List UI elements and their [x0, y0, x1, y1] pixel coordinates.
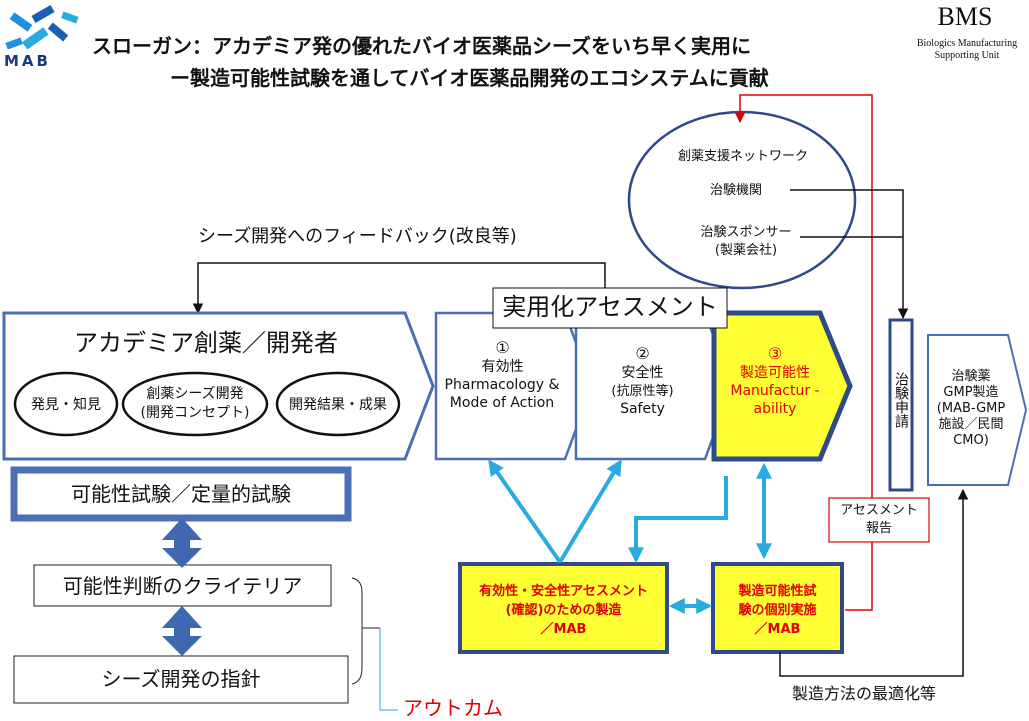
yellow2-line3: ／MAB: [754, 622, 801, 637]
outcome-bracket: [351, 577, 363, 685]
report-label-2: 報告: [865, 521, 892, 536]
oval-results-label: 開発結果・成果: [289, 397, 387, 413]
yellow-box-manufacturability: [711, 562, 844, 654]
gmp-chevron: [927, 334, 1028, 486]
bms-logo: BMS: [937, 2, 993, 31]
oval-seeds-label1: 創薬シーズ開発: [146, 386, 244, 402]
blue-arrow-to-step2: [558, 459, 622, 564]
feasibility-box: [10, 466, 352, 522]
oval-seeds: [121, 371, 269, 437]
oval-seeds-label2: (開発コンセプト): [140, 405, 250, 421]
outcome-leader: [379, 628, 398, 711]
step2-line2: (抗原性等): [611, 384, 674, 399]
double-arrow-2: [162, 606, 202, 656]
yellow-box-efficacy-safety: [458, 562, 669, 654]
red-report-arrow: [734, 94, 873, 611]
double-arrow-1: [162, 518, 202, 568]
gmp-line4: 施設／民間: [938, 417, 1004, 432]
clinical-application-box: [888, 318, 914, 492]
oval-results: [275, 371, 401, 437]
yellow1-line3: ／MAB: [540, 622, 587, 637]
mab-logo-text: MAB: [4, 52, 51, 70]
step1-line3: Mode of Action: [449, 395, 555, 411]
optimization-label: 製造方法の最適化等: [792, 684, 937, 703]
network-sponsor: 治験スポンサー: [700, 225, 792, 240]
blue-arrow-to-step1: [488, 459, 562, 564]
step2-line3: Safety: [620, 401, 665, 417]
gmp-line3: (MAB-GMP: [936, 401, 1006, 416]
step3-line3: ability: [753, 401, 797, 417]
step1-num: ①: [495, 338, 510, 357]
optimization-line: [779, 488, 969, 677]
yellow2-line1: 製造可能性試: [738, 584, 817, 599]
oval-discovery: [13, 371, 119, 437]
criteria-label: 可能性判断のクライテリア: [62, 574, 303, 598]
academia-title: アカデミア創薬／開発者: [74, 329, 338, 357]
network-ellipse: [627, 110, 857, 290]
step3-chevron: [711, 310, 853, 462]
step3-line1: 製造可能性: [740, 365, 810, 381]
step2-line1: 安全性: [621, 365, 664, 381]
step1-line2: Pharmacology &: [444, 377, 560, 393]
report-box: [828, 497, 930, 543]
bms-sub1: Biologics Manufacturing: [916, 38, 1018, 49]
oval-discovery-label: 発見・知見: [31, 397, 101, 413]
step1-line1: 有効性: [481, 359, 524, 375]
feedback-label: シーズ開発へのフィードバック(改良等): [198, 226, 517, 247]
yellow1-line1: 有効性・安全性アセスメント: [479, 584, 648, 599]
guideline-box: [13, 655, 349, 704]
line-site-to-application: [790, 189, 909, 320]
gmp-line5: CMO): [953, 433, 989, 448]
clinical-application-label: 治験申請: [893, 372, 909, 428]
feedback-loop-line: [192, 262, 606, 315]
gmp-line2: GMP製造: [943, 385, 999, 400]
criteria-box: [33, 564, 332, 607]
step3-line2: Manufactur -: [730, 383, 820, 399]
step3-num: ③: [767, 344, 783, 363]
feasibility-label: 可能性試験／定量的試験: [71, 482, 291, 506]
blue-arrow-from-step3: [628, 476, 728, 564]
outcome-label: アウトカム: [403, 696, 503, 720]
yellow2-line2: 験の個別実施: [738, 603, 817, 618]
network-site: 治験機関: [710, 183, 763, 198]
mab-logo-graphic: [5, 5, 79, 50]
assessment-label: 実用化アセスメント: [502, 293, 718, 321]
assessment-label-box: [492, 287, 728, 329]
report-label-1: アセスメント: [840, 503, 918, 518]
network-sponsor-sub: (製薬会社): [714, 243, 778, 258]
gmp-line1: 治験薬: [951, 369, 991, 384]
bms-sub2: Supporting Unit: [934, 50, 1000, 61]
guideline-label: シーズ開発の指針: [101, 667, 261, 691]
network-title: 創薬支援ネットワーク: [677, 149, 808, 164]
yellow1-line2: (確認)のための製造: [505, 603, 622, 618]
slogan-line2: ー製造可能性試験を通してバイオ医薬品開発のエコシステムに貢献: [170, 66, 769, 90]
step2-num: ②: [635, 344, 650, 363]
slogan-line1: スローガン：アカデミア発の優れたバイオ医薬品シーズをいち早く実用に: [92, 34, 751, 58]
